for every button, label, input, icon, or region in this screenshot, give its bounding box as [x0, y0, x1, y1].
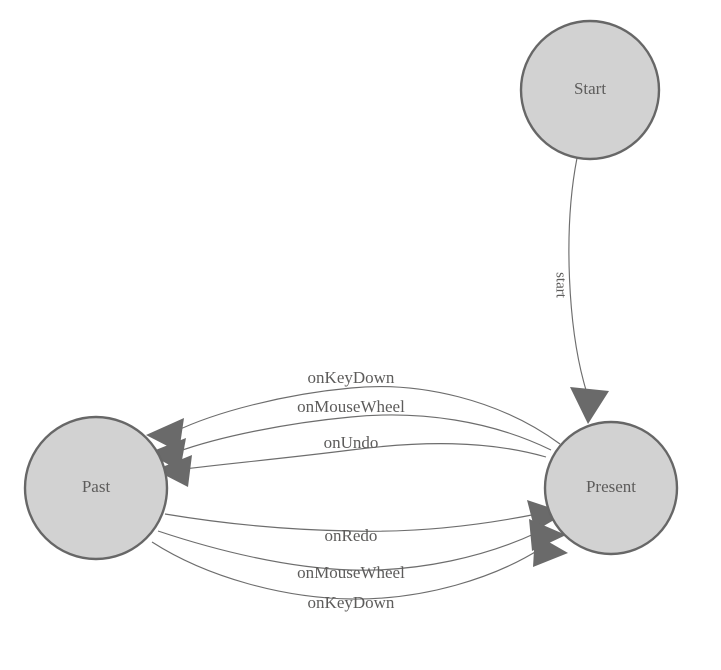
node-start[interactable]: Start	[519, 19, 661, 161]
edge-label-start: start	[553, 272, 569, 299]
node-past[interactable]: Past	[23, 415, 169, 561]
node-start-label: Start	[574, 79, 606, 98]
edge-label-onundo: onUndo	[324, 433, 379, 452]
edge-past-to-present-onkeydown-path	[151, 541, 541, 600]
node-present[interactable]: Present	[543, 420, 679, 556]
edge-present-to-past-onkeydown-path	[173, 386, 561, 445]
edge-label-onmousewheel-bottom: onMouseWheel	[297, 563, 405, 582]
edge-present-to-past-onundo[interactable]	[155, 443, 547, 487]
edge-label-onmousewheel-top: onMouseWheel	[297, 397, 405, 416]
edge-present-to-past-onmousewheel-path	[176, 414, 552, 453]
edge-past-to-present-onredo-path	[164, 513, 538, 532]
edge-present-to-past-onundo-path	[183, 443, 547, 470]
node-present-label: Present	[586, 477, 636, 496]
node-present-shape	[543, 420, 679, 556]
edge-label-onkeydown-top: onKeyDown	[308, 368, 395, 387]
node-past-shape	[23, 415, 169, 561]
arrowhead-past-to-present-3	[533, 534, 568, 567]
arrowhead-start-to-present	[570, 387, 609, 424]
edge-past-to-present-onkeydown[interactable]	[151, 534, 568, 600]
node-start-shape	[519, 19, 661, 161]
node-past-label: Past	[82, 477, 111, 496]
arrowhead-present-to-past-3	[155, 455, 192, 487]
edge-start-to-present-path	[568, 157, 587, 391]
edge-label-onkeydown-bottom: onKeyDown	[308, 593, 395, 612]
edge-start-to-present[interactable]: start	[553, 157, 609, 424]
edge-label-onredo: onRedo	[325, 526, 378, 545]
edge-past-to-present-onmousewheel-path	[157, 530, 537, 571]
